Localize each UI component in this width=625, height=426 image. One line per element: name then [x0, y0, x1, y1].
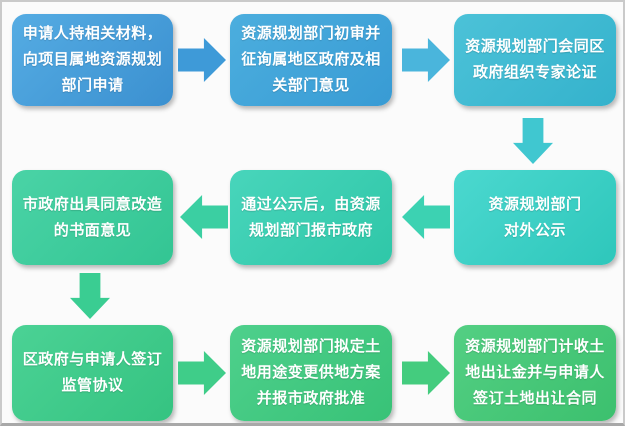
- flow-step-3-label: 资源规划部门会同区 政府组织专家论证: [465, 37, 605, 81]
- arrow-right-icon: [178, 38, 226, 82]
- flow-step-2-initial-review: 资源规划部门初审并 征询属地区政府及相 关部门意见: [230, 14, 392, 106]
- arrow-right-icon: [178, 351, 226, 395]
- flow-step-6-written-consent: 市政府出具同意改造 的书面意见: [12, 170, 173, 265]
- flow-step-7-supervision-agreement: 区政府与申请人签订 监管协议: [12, 325, 173, 421]
- flow-step-6-label: 市政府出具同意改造 的书面意见: [22, 194, 163, 239]
- arrow-down-icon: [70, 273, 110, 319]
- flow-step-9-transfer-contract: 资源规划部门计收土 地出让金并与申请人 签订土地出让合同: [454, 325, 616, 421]
- flow-step-8-label: 资源规划部门拟定土 地用途变更供地方案 并报市政府批准: [241, 337, 381, 407]
- flow-step-5-label: 通过公示后，由资源 规划部门报市政府: [241, 194, 381, 239]
- flow-step-5-report-city-gov: 通过公示后，由资源 规划部门报市政府: [230, 170, 392, 265]
- flow-step-7-label: 区政府与申请人签订 监管协议: [22, 350, 163, 394]
- arrow-right-icon: [402, 351, 450, 395]
- arrow-right-icon: [402, 38, 450, 82]
- flow-step-2-label: 资源规划部门初审并 征询属地区政府及相 关部门意见: [241, 24, 381, 94]
- flow-step-8-land-use-plan: 资源规划部门拟定土 地用途变更供地方案 并报市政府批准: [230, 325, 392, 421]
- flow-step-4-public-notice: 资源规划部门 对外公示: [454, 170, 616, 265]
- flow-step-1-application: 申请人持相关材料， 向项目属地资源规划 部门申请: [12, 14, 173, 106]
- arrow-down-icon: [513, 118, 553, 164]
- arrow-left-icon: [402, 195, 450, 239]
- flow-step-1-label: 申请人持相关材料， 向项目属地资源规划 部门申请: [22, 24, 163, 94]
- flow-step-3-expert-review: 资源规划部门会同区 政府组织专家论证: [454, 14, 616, 106]
- arrow-left-icon: [180, 195, 228, 239]
- flow-step-9-label: 资源规划部门计收土 地出让金并与申请人 签订土地出让合同: [465, 337, 605, 407]
- flow-step-4-label: 资源规划部门 对外公示: [488, 194, 582, 239]
